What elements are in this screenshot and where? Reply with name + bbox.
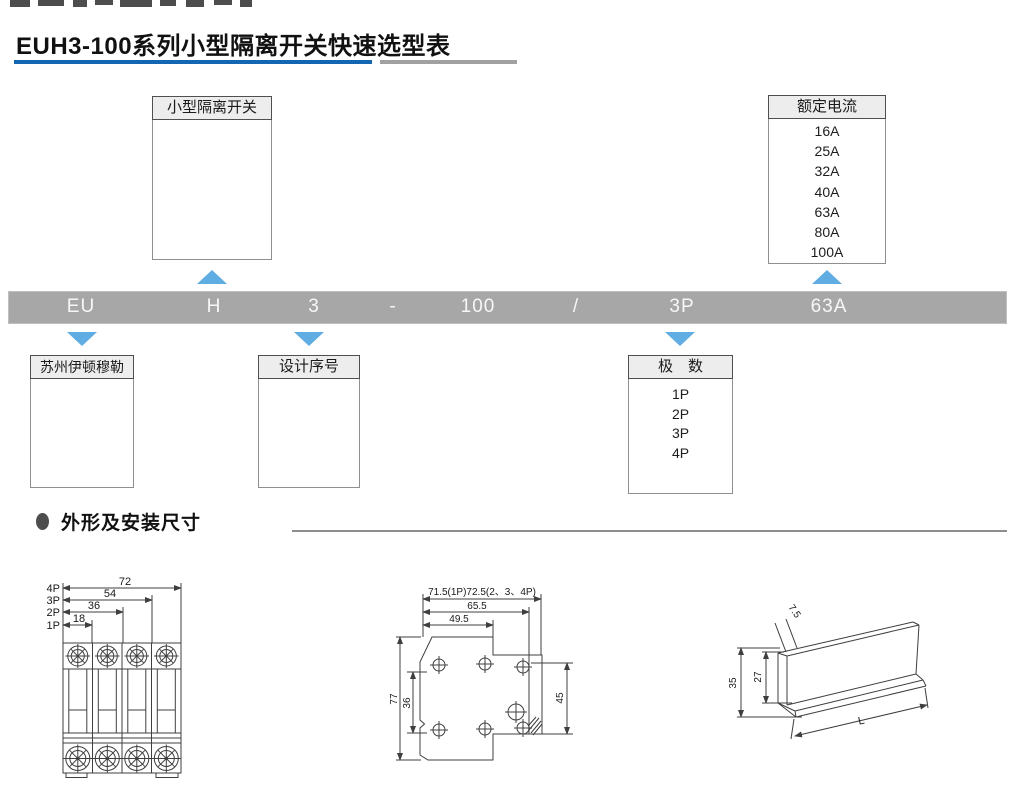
model-segment: / (572, 296, 580, 317)
model-segment: 3P (669, 296, 695, 317)
front-view-drawing: 72 54 36 18 4P 3P 2P 1P (47, 576, 182, 778)
callout-rated-current-title: 额定电流 (768, 95, 886, 119)
label-2p: 2P (47, 607, 60, 619)
cut-fragment (95, 0, 113, 5)
callout-switch-type: 小型隔离开关 (152, 96, 272, 260)
model-code-bar: EU H 3 - 100 / 3P 63A (8, 291, 1007, 324)
rated-current-item: 40A (814, 183, 840, 200)
din-clip-hatch (528, 716, 543, 736)
model-segment: - (389, 296, 397, 317)
front-view-dimensions: 72 54 36 18 4P 3P 2P 1P (47, 576, 182, 643)
side-view-dimensions: 71.5(1P)72.5(2、3、4P) 65.5 49.5 77 36 (389, 587, 573, 761)
cut-fragment (186, 0, 204, 7)
poles-item: 3P (671, 425, 690, 441)
connector-down-manufacturer (67, 332, 97, 346)
dim-L: L (857, 715, 866, 728)
callout-design-series-body (258, 379, 360, 488)
rail-dimensions: 35 27 7.5 L (728, 603, 929, 740)
title-underline-blue (14, 60, 372, 64)
model-segment: 63A (810, 296, 848, 317)
dim-7.5: 7.5 (786, 603, 803, 621)
dim-36-side: 36 (402, 697, 413, 709)
callout-design-series: 设计序号 (258, 355, 360, 488)
callout-poles-title: 极 数 (628, 355, 733, 379)
callout-switch-type-body (152, 120, 272, 260)
label-3p: 3P (47, 595, 60, 607)
callout-manufacturer: 苏州伊顿穆勒 (30, 355, 134, 488)
poles-item: 1P (671, 386, 690, 402)
callout-poles: 极 数 1P 2P 3P 4P (628, 355, 733, 494)
bottom-terminals (63, 744, 181, 773)
rated-current-item: 100A (810, 244, 844, 261)
dim-54: 54 (104, 588, 116, 600)
connector-down-design-series (294, 332, 324, 346)
dim-72: 72 (119, 576, 131, 588)
callout-manufacturer-body (30, 379, 134, 488)
section-bullet-icon (36, 513, 49, 530)
cut-fragment (73, 0, 87, 7)
callout-rated-current: 额定电流 16A 25A 32A 40A 63A 80A 100A (768, 95, 886, 264)
dim-35: 35 (728, 677, 739, 689)
dim-77: 77 (389, 693, 400, 705)
front-view-body (62, 642, 182, 778)
model-segment: EU (66, 296, 96, 317)
page-title: EUH3-100系列小型隔离开关快速选型表 (16, 33, 451, 60)
callout-poles-body: 1P 2P 3P 4P (628, 379, 733, 494)
rail-body (777, 621, 927, 718)
label-4p: 4P (47, 583, 60, 595)
cut-fragment (160, 0, 176, 6)
dim-18: 18 (73, 613, 85, 625)
rated-current-item: 25A (814, 143, 840, 160)
callout-switch-type-title: 小型隔离开关 (152, 96, 272, 120)
label-1p: 1P (47, 620, 60, 632)
connector-up-rated-current (812, 270, 842, 284)
rated-current-item: 16A (814, 123, 840, 139)
dim-71.5-72.5: 71.5(1P)72.5(2、3、4P) (428, 587, 536, 598)
top-terminals (65, 644, 179, 668)
callout-rated-current-body: 16A 25A 32A 40A 63A 80A 100A (768, 119, 886, 264)
cut-fragment (240, 0, 252, 7)
section-rule (292, 530, 1007, 532)
rated-current-item: 63A (814, 203, 840, 220)
dim-49.5: 49.5 (449, 614, 469, 625)
poles-item: 2P (671, 405, 690, 422)
model-segment: 3 (308, 296, 320, 317)
connector-down-poles (665, 332, 695, 346)
dim-45: 45 (555, 692, 566, 704)
cut-fragment (38, 0, 64, 6)
rated-current-item: 32A (814, 163, 840, 180)
connector-up-switch-type (197, 270, 227, 284)
din-rail-drawing: 35 27 7.5 L (728, 603, 929, 740)
model-segment: 100 (460, 296, 496, 317)
cut-fragment (120, 0, 152, 7)
section-title: 外形及安装尺寸 (61, 513, 202, 534)
title-underline-gray (380, 60, 517, 64)
dim-27: 27 (753, 671, 764, 683)
side-view-body (419, 636, 543, 761)
dim-36: 36 (88, 600, 100, 612)
cut-fragment (214, 0, 232, 5)
model-segment: H (206, 296, 222, 317)
callout-design-series-title: 设计序号 (258, 355, 360, 379)
side-view-drawing: 71.5(1P)72.5(2、3、4P) 65.5 49.5 77 36 (389, 587, 573, 761)
dim-65.5: 65.5 (467, 601, 487, 612)
callout-manufacturer-title: 苏州伊顿穆勒 (30, 355, 134, 379)
poles-item: 4P (671, 444, 690, 461)
cut-fragment (10, 0, 30, 7)
rated-current-item: 80A (814, 224, 840, 241)
